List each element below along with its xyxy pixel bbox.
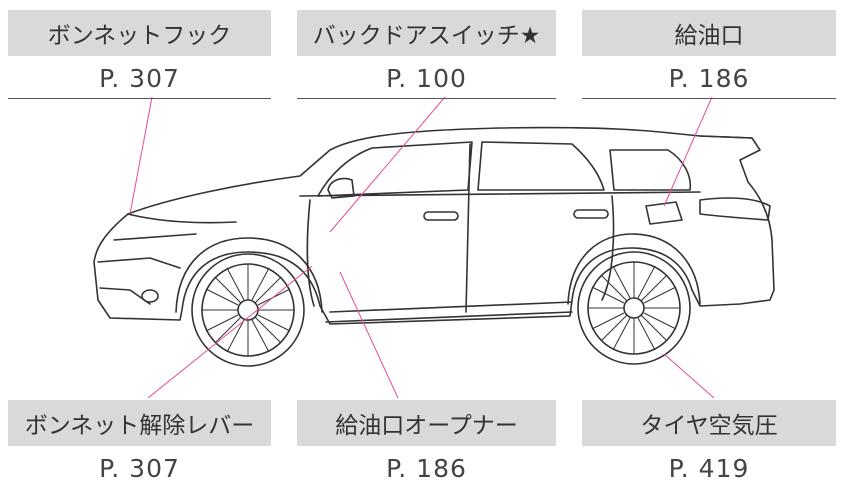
tire-pressure-page[interactable]: P. 419 <box>668 453 750 483</box>
front-wheel <box>191 253 305 367</box>
leader-back-door-switch <box>329 96 446 233</box>
rear-door-window <box>477 141 605 191</box>
fuel-lid-page[interactable]: P. 186 <box>668 63 750 93</box>
leader-fuel-lid <box>663 96 713 207</box>
tire-pressure-label: タイヤ空気圧 <box>582 400 836 446</box>
back-door-switch-page[interactable]: P. 100 <box>386 63 467 93</box>
leader-fuel-lid-opener <box>339 271 399 399</box>
fuel-lid-label: 給油口 <box>582 10 836 56</box>
leader-hood-hook <box>129 96 153 215</box>
leader-hood-release <box>147 265 313 399</box>
hood-hook-divider <box>8 98 271 99</box>
rear-wheel <box>577 251 691 365</box>
front-door-window <box>317 141 473 197</box>
car-body-outline <box>93 126 775 325</box>
fuel-lid-opener-label: 給油口オープナー <box>297 400 556 446</box>
fuel-lid-divider <box>582 98 836 99</box>
side-mirror <box>327 177 355 199</box>
back-door-switch-divider <box>297 98 556 99</box>
fuel-lid-shape <box>645 201 683 225</box>
hood-hook-label: ボンネットフック <box>8 10 271 56</box>
fuel-lid-opener-page[interactable]: P. 186 <box>386 453 467 483</box>
leader-tire-pressure <box>663 353 715 399</box>
hood-release-page[interactable]: P. 307 <box>99 453 180 483</box>
hood-release-label: ボンネット解除レバー <box>8 400 271 446</box>
rear-quarter-window <box>609 149 692 191</box>
back-door-switch-label: バックドアスイッチ★ <box>297 10 556 56</box>
hood-hook-page[interactable]: P. 307 <box>99 63 180 93</box>
